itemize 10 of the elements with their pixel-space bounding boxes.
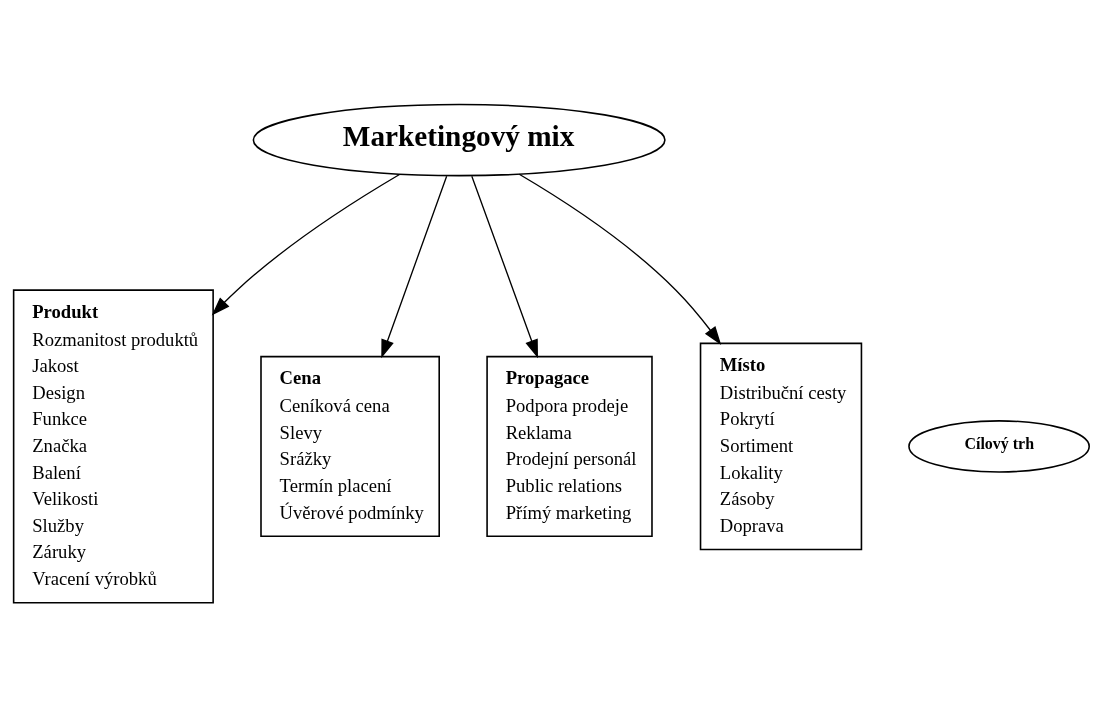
arrow [518,173,722,345]
arrow [471,175,538,358]
node-box: Místo Distribuční cesty Pokrytí Sortiment Lokality Zásoby Doprava [699,342,863,550]
node-ellipse: Marketingový mix [252,103,666,176]
node-ellipse: Cílový trh [908,419,1090,473]
arrow [211,173,401,315]
arrow [381,175,448,358]
node-box: Cena Ceníková cena Slevy Srážky Termín placení Úvěrové podmínky [260,355,440,537]
node-box: Propagace Podpora prodeje Reklama Prodejní personál Public relations Přímý marketing [486,355,653,537]
node-box: Produkt Rozmanitost produktů Jakost Design Funkce Značka Balení Velikosti Služby Záruky Vracení výrobků [12,288,214,603]
